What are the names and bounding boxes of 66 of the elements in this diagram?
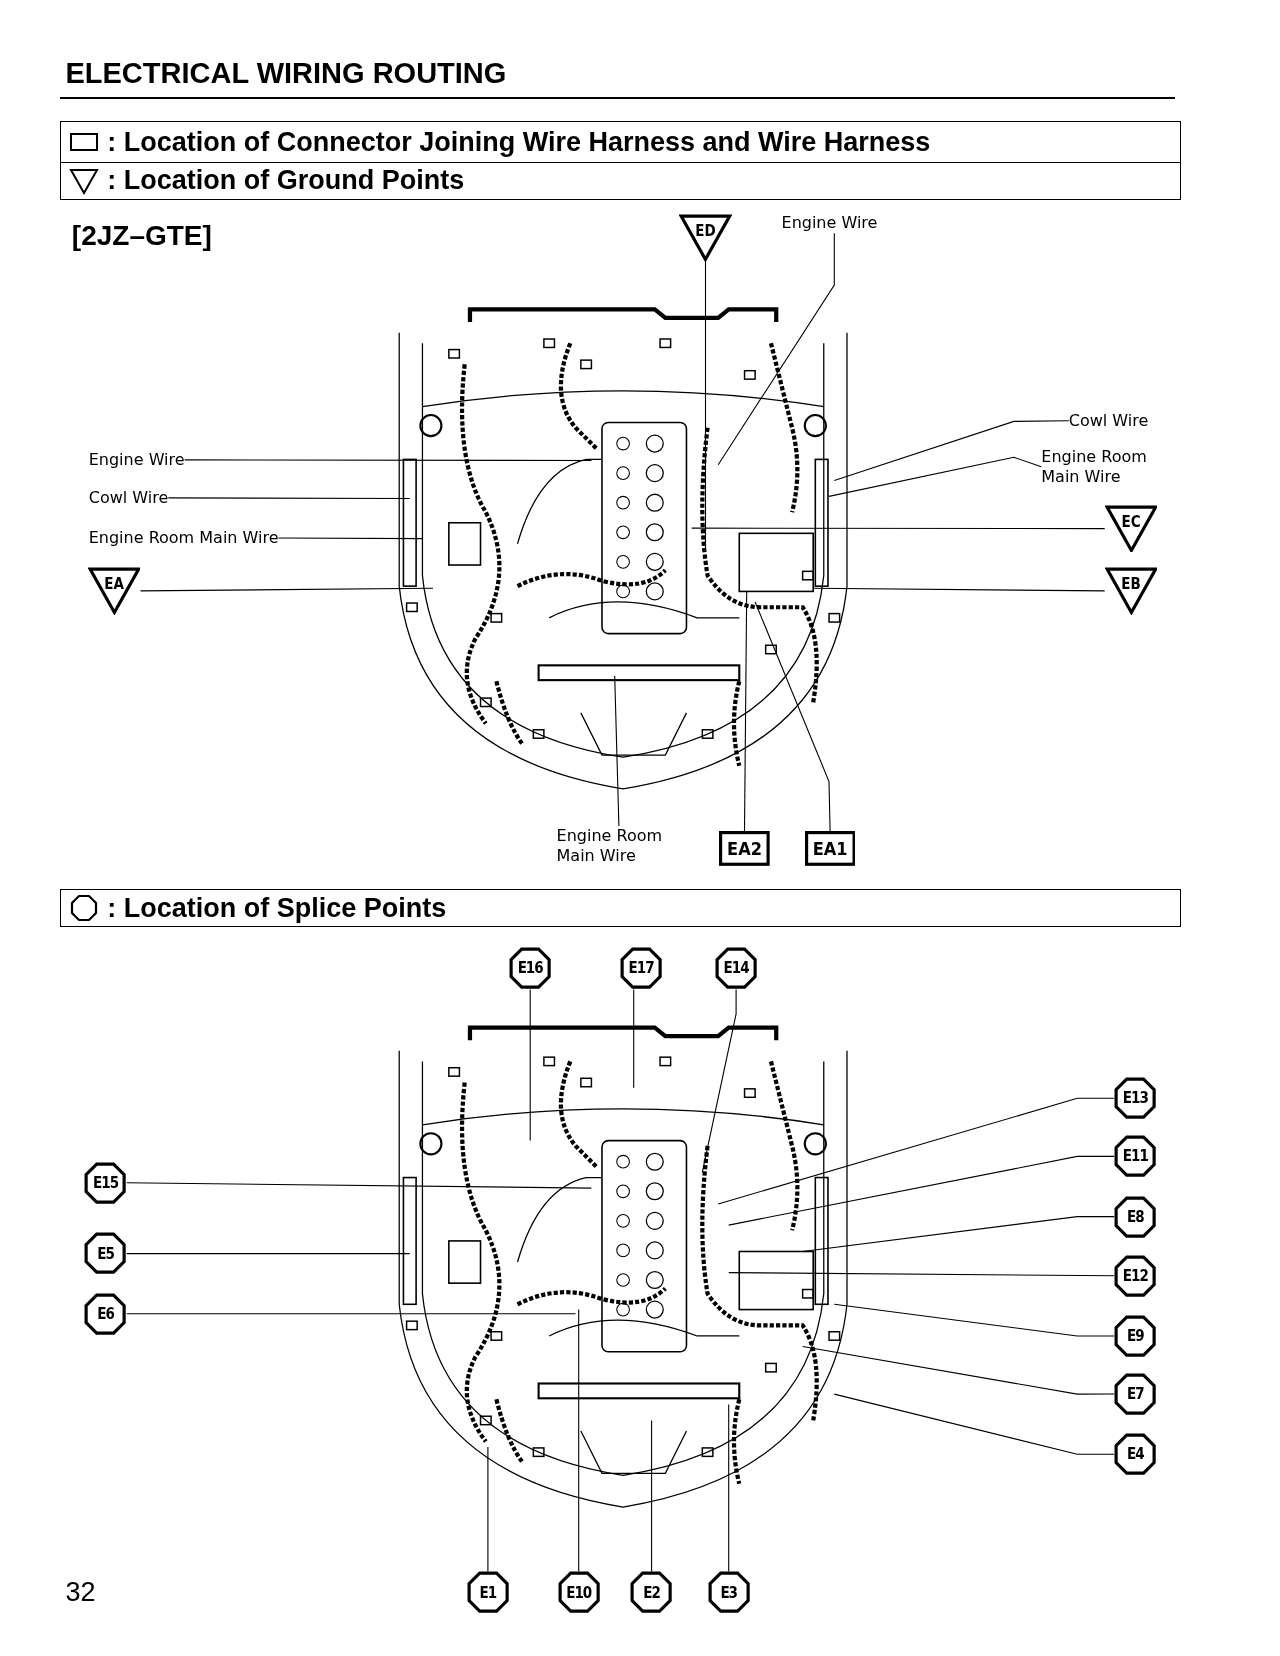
wire-label: Cowl Wire bbox=[88, 487, 169, 508]
wire-label: Engine Room Main Wire bbox=[88, 528, 279, 549]
splice-point-symbol: E4 bbox=[1114, 1433, 1157, 1476]
splice-point-symbol: E11 bbox=[1114, 1135, 1157, 1178]
leader-line bbox=[139, 587, 434, 592]
page-title: ELECTRICAL WIRING ROUTING bbox=[65, 57, 507, 90]
leader-line bbox=[578, 1309, 580, 1573]
splice-point-symbol: E9 bbox=[1114, 1314, 1157, 1358]
splice-point-symbol: E8 bbox=[1114, 1195, 1157, 1238]
leader-line bbox=[704, 261, 707, 550]
page-number: 32 bbox=[65, 1576, 96, 1608]
splice-point-symbol: E14 bbox=[714, 947, 758, 990]
splice-point-symbol: E6 bbox=[84, 1292, 127, 1335]
splice-point-symbol: E1 bbox=[466, 1571, 510, 1614]
leader-line bbox=[802, 1345, 1115, 1395]
leader-line bbox=[126, 1253, 411, 1255]
leader-line bbox=[701, 988, 737, 1173]
leader-line bbox=[167, 497, 411, 500]
leader-line bbox=[833, 1393, 1115, 1455]
splice-point-symbol: E13 bbox=[1114, 1077, 1157, 1120]
wire-label: Cowl Wire bbox=[1068, 410, 1149, 431]
leader-line bbox=[614, 675, 620, 827]
wire-label: Engine Room Main Wire bbox=[1041, 446, 1166, 487]
leader-line bbox=[126, 1313, 577, 1315]
splice-point-symbol: E10 bbox=[557, 1571, 600, 1614]
splice-point-symbol: E5 bbox=[84, 1232, 127, 1275]
leader-line bbox=[812, 587, 1106, 592]
leader-line bbox=[529, 988, 531, 1142]
leader-line bbox=[184, 459, 592, 462]
leader-line bbox=[126, 1182, 592, 1189]
legend-text: : Location of Ground Points bbox=[107, 165, 465, 197]
connector-symbol: EA2 bbox=[719, 831, 770, 866]
wire-label: Engine Wire bbox=[781, 213, 878, 234]
leader-line bbox=[717, 232, 835, 466]
leader-line bbox=[802, 1216, 1115, 1253]
leader-line bbox=[833, 420, 1070, 482]
ground-point-symbol: EA bbox=[87, 567, 141, 615]
splice-point-symbol: E12 bbox=[1114, 1254, 1157, 1297]
leader-line bbox=[728, 1272, 1115, 1277]
connector-symbol: EA1 bbox=[804, 831, 856, 866]
ground-point-symbol: EC bbox=[1104, 504, 1158, 553]
splice-point-symbol: E7 bbox=[1114, 1372, 1157, 1416]
wire-label: Engine Wire bbox=[88, 449, 185, 470]
wire-label: Engine Room Main Wire bbox=[556, 825, 682, 866]
leader-line bbox=[833, 1303, 1115, 1337]
leader-line bbox=[828, 456, 1042, 497]
splice-point-symbol: E16 bbox=[509, 947, 552, 990]
legend-text: : Location of Connector Joining Wire Harness and Wire Harness bbox=[107, 126, 931, 158]
leader-line bbox=[717, 1097, 1115, 1205]
splice-point-symbol: E17 bbox=[619, 947, 663, 990]
legend-text: : Location of Splice Points bbox=[107, 892, 447, 924]
leader-line bbox=[691, 527, 1106, 530]
leader-line bbox=[633, 988, 635, 1089]
leader-line bbox=[754, 601, 831, 832]
leader-line bbox=[487, 1446, 489, 1573]
leader-line bbox=[743, 590, 748, 832]
splice-point-symbol: E3 bbox=[707, 1571, 750, 1614]
splice-point-symbol: E15 bbox=[84, 1161, 127, 1204]
splice-point-symbol: E2 bbox=[630, 1571, 673, 1614]
leader-line bbox=[728, 1404, 730, 1573]
leader-line bbox=[277, 537, 423, 540]
engine-code-heading: [2JZ–GTE] bbox=[71, 219, 212, 252]
ground-point-symbol: EB bbox=[1104, 567, 1158, 615]
leader-line bbox=[728, 1155, 1115, 1226]
leader-line bbox=[651, 1419, 653, 1573]
ground-point-symbol: ED bbox=[679, 214, 732, 262]
